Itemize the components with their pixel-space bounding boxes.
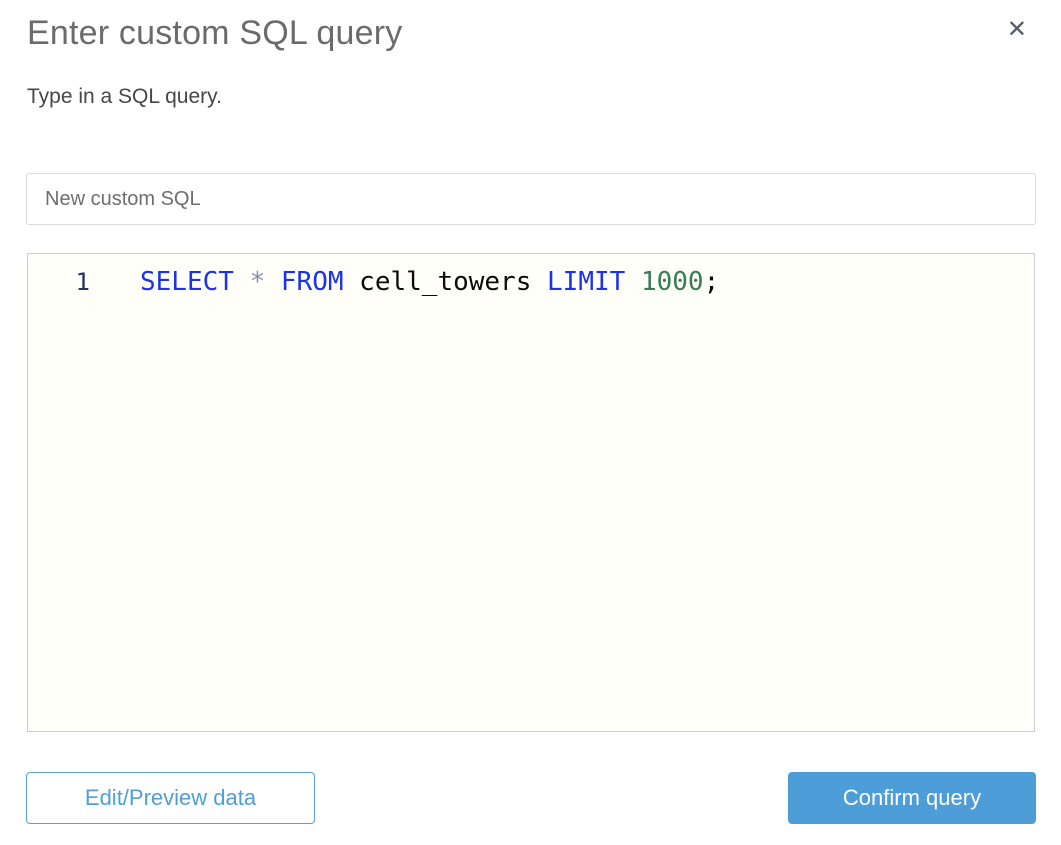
sql-token-identifier: cell_towers (359, 267, 548, 297)
sql-token-keyword: SELECT (140, 267, 250, 297)
sql-token-number: 1000 (640, 267, 704, 297)
sql-code-line: SELECT * FROM cell_towers LIMIT 1000; (90, 267, 719, 297)
edit-preview-data-button[interactable]: Edit/Preview data (26, 772, 315, 824)
close-icon[interactable]: ✕ (1006, 16, 1027, 43)
dialog-subtitle: Type in a SQL query. (27, 85, 222, 108)
line-number: 1 (75, 268, 90, 296)
sql-token-operator: * (249, 267, 281, 297)
confirm-query-button[interactable]: Confirm query (788, 772, 1036, 824)
query-name-input[interactable] (26, 173, 1036, 225)
sql-token-keyword: FROM (280, 267, 360, 297)
sql-token-keyword: LIMIT (547, 267, 641, 297)
editor-line: 1 SELECT * FROM cell_towers LIMIT 1000; (28, 254, 1034, 297)
sql-token-punctuation: ; (703, 267, 720, 297)
dialog-title: Enter custom SQL query (27, 14, 403, 52)
sql-editor[interactable]: 1 SELECT * FROM cell_towers LIMIT 1000; (27, 253, 1035, 732)
